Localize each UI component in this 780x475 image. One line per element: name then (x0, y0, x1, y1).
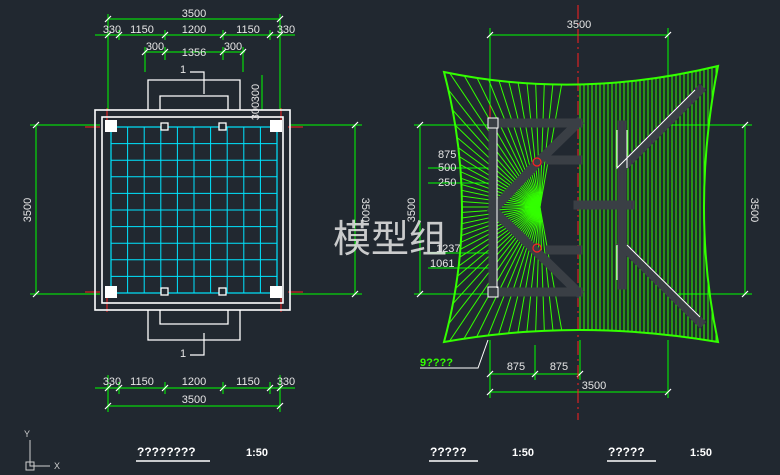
plan-dim-left: 3500 (22, 198, 34, 222)
roof-hatch-line (444, 206, 541, 263)
roof-hatch-line (491, 206, 541, 342)
plan-section-mark-bottom: 1 (180, 348, 186, 360)
plan-columns (105, 120, 282, 298)
roof-beams (486, 83, 707, 329)
plan-dim-bottom-total: 3500 (182, 394, 206, 406)
plan-dim-top-total: 3500 (182, 8, 206, 20)
plan-dim-right: 3500 (359, 198, 371, 222)
plan-section-marks (190, 71, 205, 356)
roof-axis-lines (489, 5, 669, 420)
plan-dim-right-small-2: 300 (250, 102, 262, 120)
roof-hatch-line (539, 66, 562, 208)
roof-dim-bottom-2: 875 (550, 361, 568, 373)
roof-dim-bottom-1: 875 (507, 361, 525, 373)
roof-hatch-line (532, 206, 541, 342)
plan-dimension-ticks (32, 15, 359, 410)
roof-column-markers (532, 157, 542, 253)
plan-dim-inner-1: 300 (146, 41, 164, 53)
plan-platform (94, 109, 291, 311)
plan-dim-bottom-3: 1200 (182, 376, 206, 388)
roof-dim-right: 3500 (748, 198, 760, 222)
plan-section-mark-top: 1 (180, 64, 186, 76)
roof-outline (442, 64, 720, 344)
roof-callout-1237: 1237 (436, 243, 460, 255)
plan-dim-right-small-1: 300 (250, 84, 262, 102)
roof-dim-left: 3500 (406, 198, 418, 222)
roof-scale-right: 1:50 (690, 447, 712, 459)
roof-callout-250: 250 (438, 177, 456, 189)
plan-dim-top-5: 330 (277, 24, 295, 36)
plan-dim-bottom-5: 330 (277, 376, 295, 388)
roof-callout-875: 875 (438, 149, 456, 161)
roof-hatch-line (532, 66, 541, 208)
plan-post-bases (160, 122, 227, 296)
roof-hatch-line (477, 206, 541, 342)
plan-dim-top-4: 1150 (236, 24, 260, 36)
roof-dimension-lines (414, 28, 752, 398)
roof-hatch-line (444, 206, 541, 236)
plan-dim-top-3: 1200 (182, 24, 206, 36)
ucs-y-label: Y (24, 429, 30, 439)
roof-callout-1061: 1061 (430, 258, 454, 270)
roof-hatching (444, 66, 717, 342)
roof-hatch-line (444, 206, 541, 222)
plan-grid-lines (111, 127, 277, 293)
roof-scale-left: 1:50 (512, 447, 534, 459)
roof-leader-label: 9???? (420, 357, 453, 369)
plan-dim-top-2: 1150 (130, 24, 154, 36)
plan-dim-inner-2: 1356 (182, 47, 206, 59)
roof-hatch-line (504, 206, 541, 342)
roof-hatch-line (444, 192, 541, 208)
roof-hatch-line (504, 66, 541, 208)
roof-hatch-line (539, 66, 548, 208)
roof-hatch-line (444, 178, 541, 208)
roof-hatch-line (491, 66, 541, 208)
roof-hatch-line (518, 66, 541, 208)
roof-dim-top: 3500 (567, 19, 591, 31)
roof-title-right: ????? (608, 445, 645, 459)
roof-dim-bottom-total: 3500 (582, 380, 606, 392)
roof-leader-line (420, 339, 489, 369)
roof-title-left: ????? (430, 445, 467, 459)
roof-hatch-line (444, 206, 541, 250)
plan-top-dimension-lines (30, 14, 362, 412)
roof-plan-view: 875 500 250 1237 1061 3500 3500 3500 9??… (406, 5, 760, 462)
plan-dim-bottom-1: 330 (103, 376, 121, 388)
plan-dim-inner-3: 300 (224, 41, 242, 53)
ucs-x-label: X (54, 461, 60, 471)
plan-steps (147, 79, 241, 341)
roof-beam-outlines (487, 89, 701, 318)
roof-hatch-line (539, 66, 576, 208)
watermark-text: 模型组 (333, 217, 447, 261)
plan-view: 330 1150 1200 1150 330 3500 300 1356 300… (22, 8, 371, 462)
plan-scale: 1:50 (246, 447, 268, 459)
roof-hatch-line (518, 206, 541, 342)
plan-dim-top-1: 330 (103, 24, 121, 36)
plan-dim-bottom-2: 1150 (130, 376, 154, 388)
roof-hatch-line (539, 206, 562, 342)
roof-hatch-line (477, 66, 541, 208)
roof-callout-500: 500 (438, 162, 456, 174)
roof-hatch-line (539, 206, 548, 342)
roof-hatch-line (539, 206, 576, 342)
plan-title: ???????? (137, 445, 196, 459)
plan-dim-bottom-4: 1150 (236, 376, 260, 388)
ucs-axis-indicator (25, 440, 50, 471)
